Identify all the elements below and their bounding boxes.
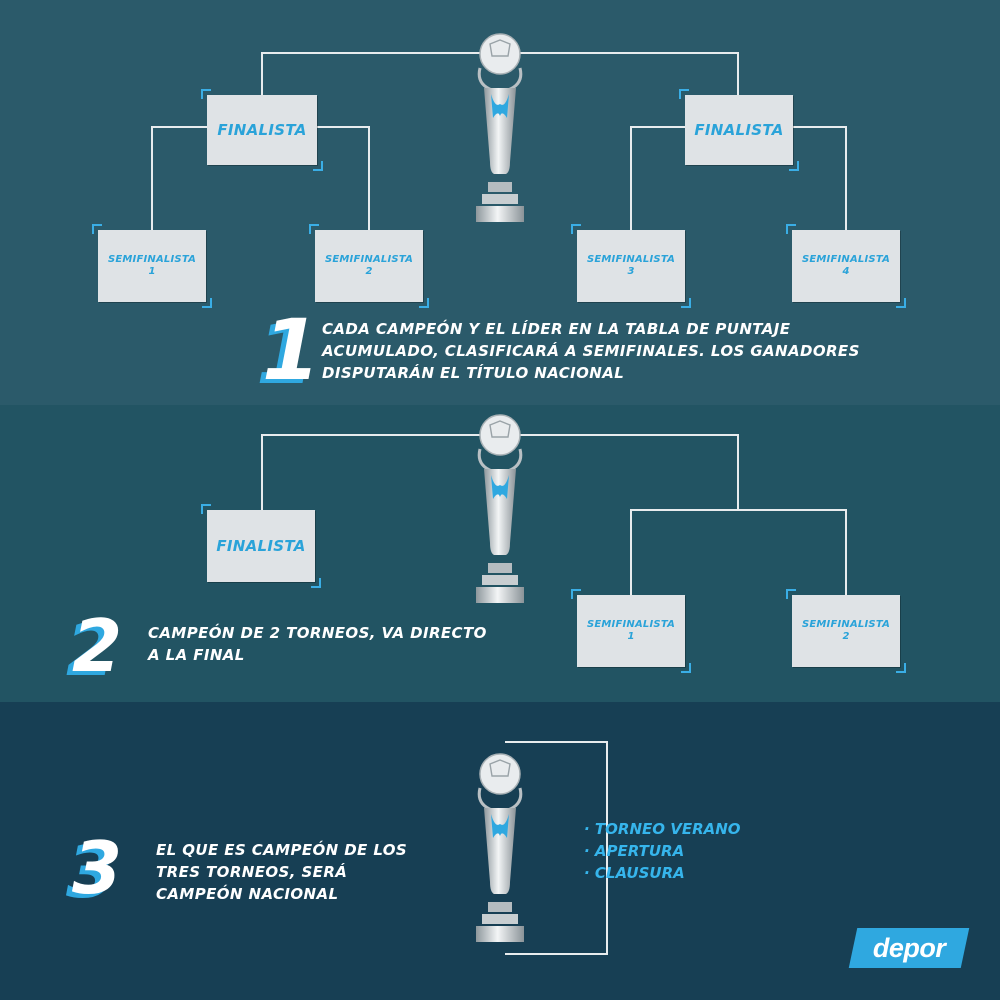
section-format-1: FINALISTA FINALISTA SEMIFINALISTA 1 SEMI… xyxy=(0,0,1000,405)
step-number-1: 1 xyxy=(262,301,321,399)
box-corner-accent xyxy=(681,298,691,308)
finalist-label: FINALISTA xyxy=(694,121,784,139)
tournament-item: · TORNEO VERANO xyxy=(584,820,741,838)
movistar-m-icon xyxy=(491,94,509,118)
box-corner-accent xyxy=(679,89,689,99)
semifinalist-box-2: SEMIFINALISTA 2 xyxy=(309,224,429,308)
box-corner-accent xyxy=(786,589,796,599)
depor-logo-text: depor xyxy=(872,932,946,963)
semifinalist-box-1: SEMIFINALISTA 1 xyxy=(92,224,212,308)
step-number-2: 2 xyxy=(72,604,123,688)
movistar-m-icon xyxy=(491,814,509,838)
box-corner-accent xyxy=(201,89,211,99)
description-line: CADA CAMPEÓN Y EL LÍDER EN LA TABLA DE P… xyxy=(322,320,791,338)
semifinalist-label: SEMIFINALISTA xyxy=(324,254,414,265)
finalist-box-left: FINALISTA xyxy=(201,89,323,171)
box-corner-accent xyxy=(309,224,319,234)
semifinalist-number: 3 xyxy=(627,266,635,277)
semifinalist-number: 2 xyxy=(842,631,850,642)
semifinalist-box-3: SEMIFINALISTA 3 xyxy=(571,224,691,308)
description-line: TRES TORNEOS, SERÁ xyxy=(156,863,348,881)
description-line: EL QUE ES CAMPEÓN DE LOS xyxy=(156,841,408,859)
box-corner-accent xyxy=(92,224,102,234)
tournament-item: · APERTURA xyxy=(584,842,685,860)
semifinalist-label: SEMIFINALISTA xyxy=(801,254,891,265)
bracket-lines-3 xyxy=(505,741,608,955)
description-2: CAMPEÓN DE 2 TORNEOS, VA DIRECTO A LA FI… xyxy=(148,622,548,666)
description-1: CADA CAMPEÓN Y EL LÍDER EN LA TABLA DE P… xyxy=(322,318,962,384)
tournament-item: · CLAUSURA xyxy=(584,864,685,882)
trophy-icon xyxy=(476,33,524,222)
finalist-label: FINALISTA xyxy=(216,537,306,555)
section-format-2: FINALISTA SEMIFINALISTA 1 SEMIFINALISTA … xyxy=(0,405,1000,702)
trophy-icon xyxy=(476,753,524,942)
box-corner-accent xyxy=(202,298,212,308)
box-corner-accent xyxy=(571,224,581,234)
box-corner-accent xyxy=(681,663,691,673)
movistar-m-icon xyxy=(491,475,509,499)
semifinalist-box-1: SEMIFINALISTA 1 xyxy=(571,589,691,673)
tournament-list: · TORNEO VERANO · APERTURA · CLAUSURA xyxy=(584,818,741,884)
finalist-box: FINALISTA xyxy=(201,504,321,588)
step-number-3: 3 xyxy=(72,826,123,910)
semifinalist-box-2: SEMIFINALISTA 2 xyxy=(786,589,906,673)
description-line: DISPUTARÁN EL TÍTULO NACIONAL xyxy=(322,364,625,382)
box-corner-accent xyxy=(313,161,323,171)
description-line: A LA FINAL xyxy=(148,646,245,664)
box-corner-accent xyxy=(571,589,581,599)
description-line: CAMPEÓN NACIONAL xyxy=(156,885,339,903)
semifinalist-box-4: SEMIFINALISTA 4 xyxy=(786,224,906,308)
description-line: ACUMULADO, CLASIFICARÁ A SEMIFINALES. LO… xyxy=(322,342,860,360)
box-corner-accent xyxy=(311,578,321,588)
section-format-3: · TORNEO VERANO · APERTURA · CLAUSURA 3 … xyxy=(0,702,1000,1000)
semifinalist-label: SEMIFINALISTA xyxy=(107,254,197,265)
box-corner-accent xyxy=(896,663,906,673)
finalist-box-right: FINALISTA xyxy=(679,89,799,171)
description-3: EL QUE ES CAMPEÓN DE LOS TRES TORNEOS, S… xyxy=(156,839,456,905)
depor-logo: depor xyxy=(848,928,970,968)
trophy-icon xyxy=(476,414,524,603)
semifinalist-number: 2 xyxy=(365,266,373,277)
box-corner-accent xyxy=(896,298,906,308)
box-corner-accent xyxy=(789,161,799,171)
semifinalist-number: 1 xyxy=(627,631,635,642)
semifinalist-number: 1 xyxy=(148,266,156,277)
description-line: CAMPEÓN DE 2 TORNEOS, VA DIRECTO xyxy=(148,624,487,642)
box-corner-accent xyxy=(201,504,211,514)
box-corner-accent xyxy=(419,298,429,308)
semifinalist-number: 4 xyxy=(842,266,850,277)
box-corner-accent xyxy=(786,224,796,234)
semifinalist-label: SEMIFINALISTA xyxy=(586,619,676,630)
finalist-label: FINALISTA xyxy=(217,121,307,139)
semifinalist-label: SEMIFINALISTA xyxy=(586,254,676,265)
semifinalist-label: SEMIFINALISTA xyxy=(801,619,891,630)
